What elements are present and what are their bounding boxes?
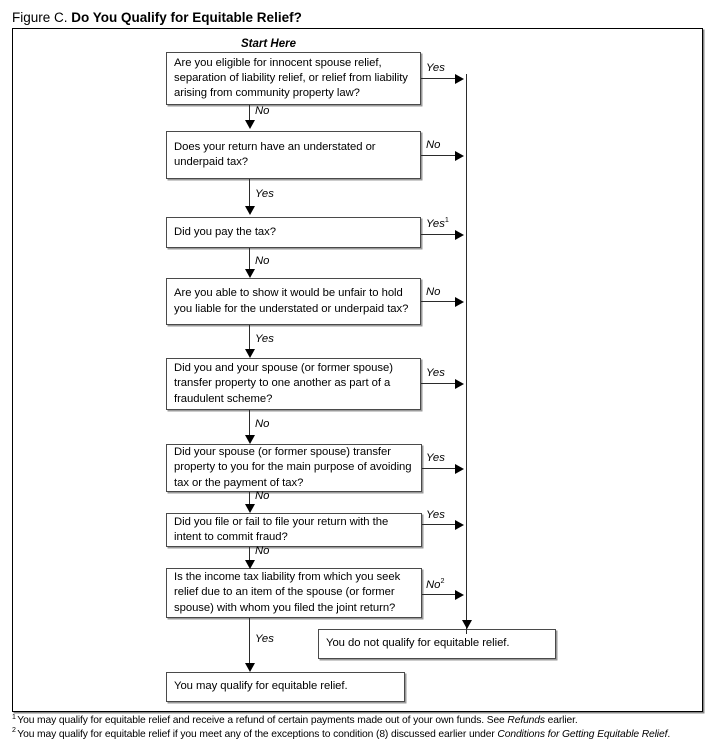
terminal-box-may-qualify-text: You may qualify for equitable relief. (174, 680, 348, 693)
edge-label-q4-yes: Yes (255, 333, 274, 345)
connector-q5-no (249, 410, 250, 437)
connector-q4-no (421, 301, 457, 302)
decision-box-eligible-other-relief-text: Are you eligible for innocent spouse rel… (174, 56, 408, 100)
decision-box-unfair-to-hold-liable: Are you able to show it would be unfair … (166, 278, 421, 325)
arrow-right-q8-no (455, 590, 464, 600)
arrow-down-q4-yes (245, 349, 255, 358)
decision-box-fraudulent-scheme-transfer-text: Did you and your spouse (or former spous… (174, 362, 393, 405)
footnote-2-pre: You may qualify for equitable relief if … (17, 728, 498, 740)
terminal-box-may-qualify: You may qualify for equitable relief. (166, 672, 405, 702)
footnote-1-pre: You may qualify for equitable relief and… (17, 715, 508, 726)
edge-label-q8-no: No2 (426, 576, 445, 591)
arrow-right-q2-no (455, 151, 464, 161)
arrow-right-q1-yes (455, 74, 464, 84)
footnote-1-em: Refunds (507, 715, 545, 726)
edge-label-q1-yes: Yes (426, 62, 445, 74)
arrow-right-q3-yes (455, 230, 464, 240)
decision-box-liability-attributable-to-spouse-text: Is the income tax liability from which y… (174, 571, 401, 614)
edge-label-q5-yes: Yes (426, 367, 445, 379)
edge-label-q6-no: No (255, 490, 270, 502)
terminal-box-do-not-qualify: You do not qualify for equitable relief. (318, 629, 556, 659)
arrow-down-into-do-not-qualify (462, 620, 472, 629)
footnote-2-post: . (667, 728, 671, 740)
edge-label-q1-no: No (255, 105, 270, 117)
connector-q8-yes (249, 618, 250, 665)
footnote-2-em: Conditions for Getting Equitable Relief (497, 728, 668, 740)
edge-label-q2-yes: Yes (255, 188, 274, 200)
edge-label-q7-no: No (255, 545, 270, 557)
right-collector-line (466, 74, 467, 634)
connector-q3-no (249, 248, 250, 271)
connector-q6-yes (422, 468, 457, 469)
arrow-right-q6-yes (455, 464, 464, 474)
decision-box-understated-underpaid-tax-text: Does your return have an understated or … (174, 140, 376, 168)
terminal-box-do-not-qualify-text: You do not qualify for equitable relief. (326, 637, 510, 650)
connector-q1-yes (421, 78, 457, 79)
edge-label-q4-no: No (426, 286, 441, 298)
decision-box-intent-to-commit-fraud-text: Did you file or fail to file your return… (174, 515, 389, 543)
figure-label: Figure C. (12, 10, 68, 25)
edge-label-q8-yes: Yes (255, 633, 274, 645)
footnote-2-mark: 2 (12, 727, 16, 735)
decision-box-unfair-to-hold-liable-text: Are you able to show it would be unfair … (174, 287, 409, 315)
arrow-down-q5-no (245, 435, 255, 444)
decision-box-intent-to-commit-fraud: Did you file or fail to file your return… (166, 513, 422, 547)
connector-q7-yes (422, 524, 457, 525)
decision-box-spouse-transfer-avoid-tax: Did your spouse (or former spouse) trans… (166, 444, 422, 492)
connector-q8-no (422, 594, 457, 595)
decision-box-did-you-pay-tax: Did you pay the tax? (166, 217, 421, 248)
connector-q5-yes (421, 383, 457, 384)
decision-box-spouse-transfer-avoid-tax-text: Did your spouse (or former spouse) trans… (174, 446, 412, 489)
arrow-down-q1-no (245, 120, 255, 129)
start-here-label: Start Here (241, 38, 296, 50)
decision-box-understated-underpaid-tax: Does your return have an understated or … (166, 131, 421, 179)
edge-label-q6-yes: Yes (426, 452, 445, 464)
connector-q2-yes (249, 179, 250, 208)
footnote-1-mark: 1 (12, 713, 16, 721)
arrow-right-q4-no (455, 297, 464, 307)
figure-title: Figure C. Do You Qualify for Equitable R… (12, 10, 302, 26)
decision-box-eligible-other-relief: Are you eligible for innocent spouse rel… (166, 52, 421, 105)
connector-q4-yes (249, 325, 250, 351)
connector-q3-yes (421, 234, 457, 235)
figure-frame (12, 28, 703, 712)
figure-title-text: Do You Qualify for Equitable Relief? (71, 10, 302, 25)
footnote-1-post: earlier. (544, 715, 578, 726)
decision-box-fraudulent-scheme-transfer: Did you and your spouse (or former spous… (166, 358, 421, 410)
decision-box-did-you-pay-tax-text: Did you pay the tax? (174, 225, 276, 238)
edge-label-q3-yes: Yes1 (426, 215, 449, 230)
arrow-right-q5-yes (455, 379, 464, 389)
connector-q1-no (249, 105, 250, 122)
connector-q2-no (421, 155, 457, 156)
decision-box-liability-attributable-to-spouse: Is the income tax liability from which y… (166, 568, 422, 618)
connector-q7-no (249, 547, 250, 564)
arrow-down-q3-no (245, 269, 255, 278)
edge-label-q7-yes: Yes (426, 509, 445, 521)
arrow-down-q7-no (245, 560, 255, 569)
arrow-down-q6-no (245, 504, 255, 513)
edge-label-q5-no: No (255, 418, 270, 430)
arrow-down-q8-yes (245, 663, 255, 672)
edge-label-q2-no: No (426, 139, 441, 151)
connector-q6-no (249, 492, 250, 509)
arrow-down-q2-yes (245, 206, 255, 215)
arrow-right-q7-yes (455, 520, 464, 530)
edge-label-q3-no: No (255, 255, 270, 267)
